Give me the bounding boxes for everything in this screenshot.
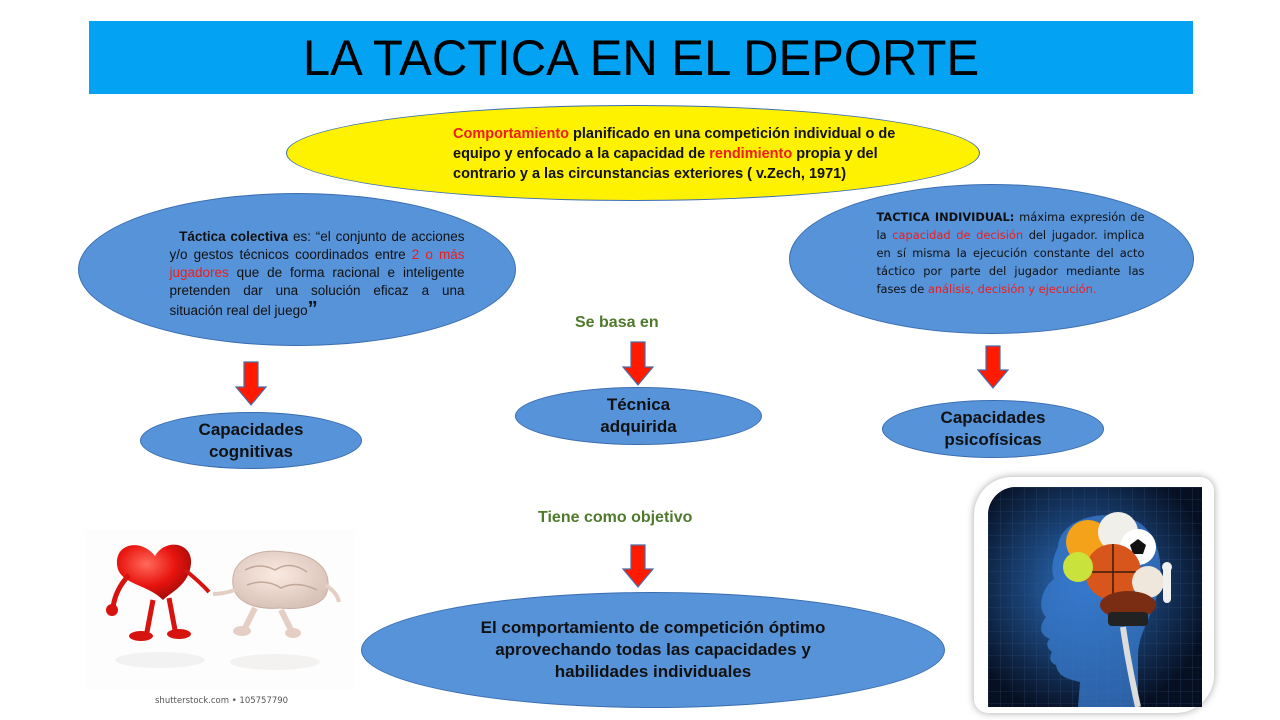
definition-ellipse: Comportamiento planificado en una compet… [286,105,980,201]
tactica-individual-part: máxima expresión de la [876,210,1145,242]
tactica-individual-end: . [1092,282,1097,296]
tactica-colectiva-part: es: “el conjunto de acciones y/o gestos … [169,228,465,262]
node-line: psicofísicas [944,430,1042,449]
goal-text: El comportamiento de competición óptimo … [481,617,826,683]
tactica-individual-highlight-decision: capacidad de decisión [892,228,1024,242]
image-credit: shutterstock.com • 105757790 [155,696,289,706]
goal-ellipse: El comportamiento de competición óptimo … [361,592,945,708]
node-line: Capacidades [198,419,304,439]
down-arrow-icon [622,341,654,386]
tactica-individual-part: del jugador. implica en sí misma la ejec… [876,228,1145,296]
sports-brain-image-frame [974,477,1214,713]
down-arrow-icon [977,345,1009,389]
goal-line: aprovechando todas las capacidades y [495,640,811,659]
node-line: Técnica [606,395,671,414]
tactica-colectiva-text: Táctica colectiva es: “el conjunto de ac… [170,228,465,320]
node-capacidades-psicofisicas-text: Capacidades psicofísicas [941,407,1046,451]
node-tecnica-adquirida: Técnica adquirida [515,387,762,445]
heart-brain-illustration-icon [106,544,341,670]
head-sports-balls-icon [988,487,1202,707]
node-line: adquirida [600,417,677,436]
definition-text-part: propia y del contrario y a las circunsta… [453,146,878,182]
goal-line: El comportamiento de competición óptimo [480,618,826,637]
goal-line: habilidades individuales [554,662,752,681]
tactica-colectiva-term: Táctica colectiva [179,228,289,244]
tactica-individual-term: TACTICA INDIVIDUAL: [876,210,1015,224]
definition-text: Comportamiento planificado en una compet… [453,124,923,184]
down-arrow-icon [235,361,267,406]
down-arrow-icon [622,544,654,588]
sports-brain-image [988,487,1202,707]
definition-highlight-rendimiento: rendimiento [709,146,793,162]
definition-text-part: planificado en una competición individua… [453,126,896,162]
tactica-individual-highlight-fases: análisis, decisión y ejecución [927,282,1093,296]
node-line: cognitivas [208,441,294,461]
title-bar: LA TACTICA EN EL DEPORTE [89,21,1193,94]
tactica-colectiva-highlight: 2 o más jugadores [169,246,465,280]
tactica-individual-text: TACTICA INDIVIDUAL: máxima expresión de … [877,208,1145,298]
node-capacidades-cognitivas-text: Capacidades cognitivas [199,419,304,463]
node-capacidades-psicofisicas: Capacidades psicofísicas [882,400,1104,458]
node-capacidades-cognitivas: Capacidades cognitivas [140,412,362,469]
tactica-individual-ellipse: TACTICA INDIVIDUAL: máxima expresión de … [789,184,1194,334]
heart-brain-image [85,530,355,690]
node-line: Capacidades [940,408,1046,427]
close-quote: ” [307,297,318,320]
definition-highlight-comportamiento: Comportamiento [453,126,569,142]
tactica-colectiva-ellipse: Táctica colectiva es: “el conjunto de ac… [78,193,516,346]
node-tecnica-adquirida-text: Técnica adquirida [600,394,677,438]
label-se-basa-en: Se basa en [575,314,659,331]
tactica-colectiva-part: que de forma racional e inteligente pret… [169,264,465,318]
slide-title: LA TACTICA EN EL DEPORTE [302,29,980,86]
label-tiene-como-objetivo: Tiene como objetivo [538,509,693,526]
